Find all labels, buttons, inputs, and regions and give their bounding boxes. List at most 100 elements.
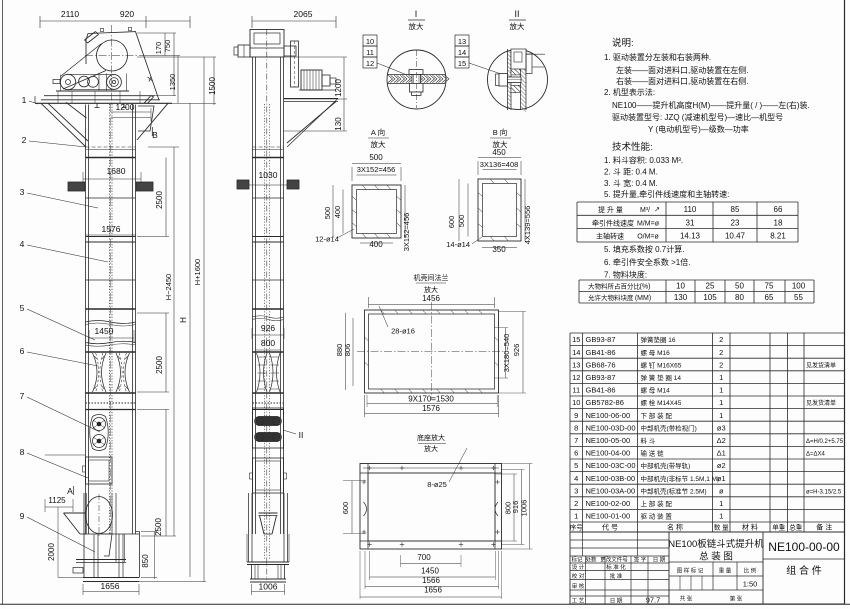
svg-text:880: 880	[335, 344, 344, 357]
svg-text:中部机壳(带导轨): 中部机壳(带导轨)	[641, 461, 691, 470]
svg-text:II: II	[514, 9, 519, 19]
svg-text:序号: 序号	[570, 523, 584, 532]
svg-text:(MM): (MM)	[635, 295, 651, 302]
svg-text:9: 9	[20, 511, 25, 521]
svg-text:见发货清单: 见发货清单	[806, 361, 836, 369]
svg-text:400: 400	[333, 206, 342, 219]
svg-text:GB93-87: GB93-87	[586, 373, 616, 382]
svg-text:Δ=H/0.2+5.75: Δ=H/0.2+5.75	[806, 439, 844, 445]
svg-text:11: 11	[572, 386, 580, 395]
svg-text:12: 12	[366, 59, 374, 68]
svg-text:↗: ↗	[654, 207, 660, 214]
svg-text:H: H	[179, 317, 188, 323]
svg-text:标 准 化: 标 准 化	[606, 563, 626, 571]
svg-text:170: 170	[154, 42, 163, 55]
svg-text:1125: 1125	[48, 496, 66, 505]
svg-text:牵引件线速度: 牵引件线速度	[592, 218, 634, 227]
svg-text:8.21: 8.21	[770, 232, 786, 241]
svg-text:放大: 放大	[510, 21, 525, 31]
svg-text:2: 2	[22, 135, 27, 145]
svg-text:1: 1	[22, 95, 27, 105]
svg-text:II: II	[299, 430, 304, 440]
svg-text:驱动装置型号: JZQ (减速机型号)―速比―机型号: 驱动装置型号: JZQ (减速机型号)―速比―机型号	[612, 112, 783, 122]
svg-text:1200: 1200	[334, 79, 343, 97]
svg-text:输 送 链: 输 送 链	[641, 449, 665, 458]
svg-text:1450: 1450	[421, 567, 439, 576]
svg-text:NE100-06-00: NE100-06-00	[586, 411, 631, 420]
svg-text:螺 母 M14: 螺 母 M14	[641, 386, 671, 395]
svg-text:25: 25	[706, 282, 715, 291]
svg-text:10: 10	[572, 398, 580, 407]
svg-text:130: 130	[674, 293, 688, 302]
svg-text:105: 105	[703, 293, 717, 302]
svg-text:料 斗: 料 斗	[641, 436, 656, 445]
svg-text:4X139=556: 4X139=556	[523, 206, 532, 245]
svg-text:926: 926	[512, 344, 521, 357]
svg-text:1450: 1450	[95, 326, 114, 336]
svg-text:中部机壳(带检视门): 中部机壳(带检视门)	[641, 423, 697, 432]
svg-text:NE100-00-00: NE100-00-00	[768, 540, 840, 554]
svg-text:1006: 1006	[259, 582, 278, 592]
svg-text:6: 6	[574, 449, 578, 458]
svg-text:工 艺: 工 艺	[572, 598, 585, 605]
svg-text:800: 800	[261, 338, 275, 348]
svg-text:920: 920	[120, 9, 134, 19]
svg-text:NE100-03D-00: NE100-03D-00	[586, 423, 636, 432]
svg-text:23: 23	[731, 218, 740, 227]
svg-text:比 例: 比 例	[744, 567, 757, 575]
svg-text:NE100-03A-00: NE100-03A-00	[586, 486, 636, 495]
svg-text:500: 500	[369, 153, 383, 162]
svg-text:右装――面对进料口,驱动装置在右侧.: 右装――面对进料口,驱动装置在右侧.	[616, 76, 748, 86]
svg-text:10.47: 10.47	[725, 232, 746, 241]
svg-text:3: 3	[574, 486, 578, 495]
svg-text:重 量: 重 量	[719, 567, 732, 575]
svg-text:806: 806	[343, 344, 352, 357]
svg-text:2500: 2500	[155, 191, 164, 209]
svg-text:签 字: 签 字	[634, 556, 647, 564]
svg-text:组 合 件: 组 合 件	[786, 564, 822, 577]
svg-text:75: 75	[765, 282, 774, 291]
svg-text:4: 4	[574, 474, 578, 483]
svg-text:1: 1	[719, 411, 723, 420]
svg-text:1350: 1350	[168, 74, 177, 91]
svg-text:GB5782-86: GB5782-86	[586, 398, 624, 407]
svg-text:NE100-05-00: NE100-05-00	[586, 436, 631, 445]
svg-text:放大: 放大	[424, 444, 438, 453]
svg-text:12-ø14: 12-ø14	[315, 235, 339, 244]
svg-text:Δ=ΔX4: Δ=ΔX4	[806, 452, 826, 458]
svg-text:中部机壳(标准节 2.5M): 中部机壳(标准节 2.5M)	[641, 486, 707, 495]
svg-text:2: 2	[574, 499, 578, 508]
svg-text:8-ø25: 8-ø25	[427, 480, 447, 489]
svg-text:100: 100	[792, 282, 806, 291]
svg-text:1:50: 1:50	[743, 580, 758, 589]
svg-text:2: 2	[719, 335, 723, 344]
svg-text:65: 65	[765, 293, 774, 302]
svg-text:NE100板链斗式提升机: NE100板链斗式提升机	[668, 538, 764, 550]
svg-text:O/M=ø: O/M=ø	[637, 234, 659, 241]
svg-text:H−2450: H−2450	[164, 274, 173, 300]
svg-text:M/M=ø: M/M=ø	[637, 220, 660, 227]
svg-text:1566: 1566	[422, 576, 440, 585]
svg-text:NE100――提升机高度H(M)――提升量( / )――: NE100――提升机高度H(M)――提升量( / )――左(右)装.	[612, 100, 810, 110]
svg-text:弹 簧 垫 圈 14: 弹 簧 垫 圈 14	[641, 373, 682, 382]
svg-text:14: 14	[458, 48, 466, 57]
svg-text:ø2: ø2	[717, 461, 726, 470]
svg-text:1. 驱动装置分左装和右装两种.: 1. 驱动装置分左装和右装两种.	[604, 52, 711, 62]
svg-text:2500: 2500	[154, 518, 163, 536]
svg-text:允许大物料块度: 允许大物料块度	[588, 293, 634, 302]
svg-text:3X136=408: 3X136=408	[480, 160, 519, 169]
svg-text:Δ2: Δ2	[717, 436, 726, 445]
svg-text:第 张: 第 张	[730, 595, 743, 603]
svg-text:图 样 标 记: 图 样 标 记	[677, 567, 704, 575]
svg-text:上 部 装 配: 上 部 装 配	[641, 499, 673, 508]
svg-text:55: 55	[794, 293, 803, 302]
svg-text:螺 钉 M16X65: 螺 钉 M16X65	[641, 360, 682, 369]
svg-text:ø: ø	[719, 486, 724, 495]
svg-text:A: A	[67, 486, 73, 496]
svg-text:6: 6	[20, 346, 25, 356]
svg-text:弹簧垫圈 16: 弹簧垫圈 16	[641, 335, 676, 344]
svg-text:放大: 放大	[409, 21, 424, 31]
svg-text:80: 80	[735, 293, 744, 302]
svg-text:1. 料斗容积: 0.033 M³.: 1. 料斗容积: 0.033 M³.	[604, 155, 683, 165]
svg-text:9: 9	[574, 411, 578, 420]
